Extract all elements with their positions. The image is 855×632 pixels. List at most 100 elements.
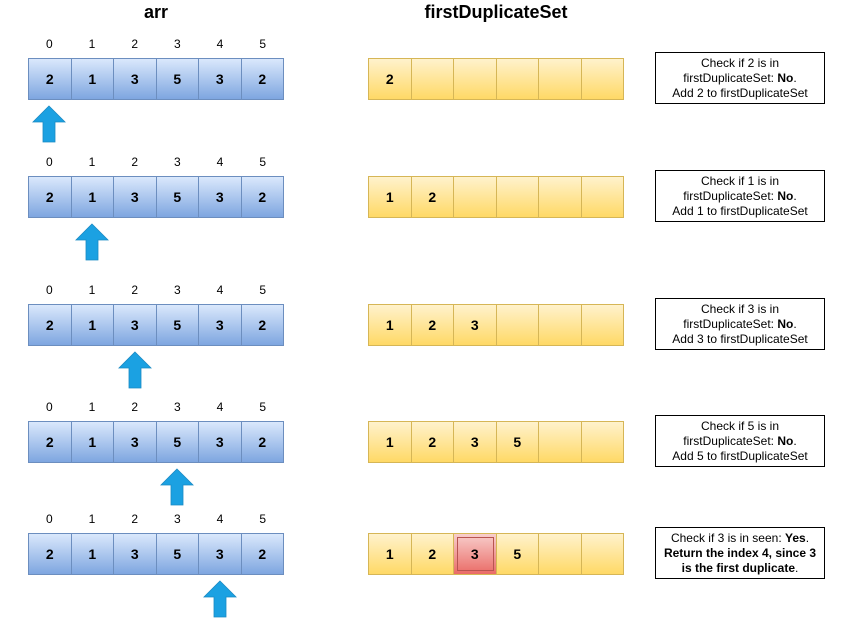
- note-text: Yes: [785, 530, 806, 545]
- note-line: firstDuplicateSet: No.: [656, 434, 824, 449]
- set-cell-duplicate: 3: [454, 534, 497, 574]
- note-text: firstDuplicateSet:: [683, 188, 778, 203]
- note-line: Check if 3 is in seen: Yes.: [656, 531, 824, 546]
- index-label: 3: [173, 37, 181, 51]
- arr-cell: 3: [199, 534, 242, 574]
- note-text: No: [777, 188, 794, 203]
- note-text: Add 3 to firstDuplicateSet: [672, 331, 808, 346]
- arr-cell: 1: [71, 534, 114, 574]
- note-line: Check if 2 is in: [656, 56, 824, 71]
- index-label: 1: [88, 155, 96, 169]
- arr-cell: 3: [199, 305, 242, 345]
- note-text: firstDuplicateSet:: [683, 70, 778, 85]
- note-line: Check if 1 is in: [656, 174, 824, 189]
- note-line: Add 2 to firstDuplicateSet: [656, 86, 824, 101]
- set-cell: [539, 534, 582, 574]
- note-text: Check if 1 is in: [700, 173, 780, 188]
- arr-cell: 3: [199, 59, 242, 99]
- index-label: 2: [131, 155, 138, 169]
- index-label: 4: [216, 155, 224, 169]
- set-cell: [411, 59, 454, 99]
- note-line: Add 1 to firstDuplicateSet: [656, 204, 824, 219]
- set-cell: [581, 422, 623, 462]
- note-line: firstDuplicateSet: No.: [656, 189, 824, 204]
- note-line: firstDuplicateSet: No.: [656, 317, 824, 332]
- set-cell: 5: [496, 422, 539, 462]
- arr-cell: 2: [241, 422, 283, 462]
- note-text: .: [793, 188, 797, 203]
- set-cell: [539, 422, 582, 462]
- index-label: 5: [259, 37, 266, 51]
- set-cell: [454, 59, 497, 99]
- arr-cell: 5: [156, 422, 199, 462]
- set-cell: 2: [411, 422, 454, 462]
- index-label: 2: [131, 400, 138, 414]
- note-text: .: [793, 433, 797, 448]
- set-cell: [581, 177, 623, 217]
- set-cell: 3: [454, 422, 497, 462]
- arr-cell: 5: [156, 305, 199, 345]
- index-label: 1: [88, 400, 96, 414]
- arr-cell: 2: [241, 534, 283, 574]
- arr-cell: 2: [241, 305, 283, 345]
- set-cell: 1: [369, 305, 412, 345]
- set-cell: 1: [369, 534, 412, 574]
- arr-cell: 3: [114, 305, 157, 345]
- index-label: 5: [259, 155, 266, 169]
- arr-cell: 2: [29, 305, 72, 345]
- set-cell: [454, 177, 497, 217]
- pointer-arrow-icon: [160, 468, 195, 506]
- note-text: .: [805, 530, 810, 545]
- note-text: .: [793, 316, 797, 331]
- arr-cell: 3: [199, 177, 242, 217]
- set-cell: 3: [454, 305, 497, 345]
- note-text: Return the index 4, since 3: [663, 545, 817, 560]
- index-label: 0: [45, 400, 53, 414]
- arr-cell: 2: [29, 59, 72, 99]
- arr-cell: 2: [241, 177, 283, 217]
- set-cell: [496, 59, 539, 99]
- note-text: Add 5 to firstDuplicateSet: [672, 448, 808, 463]
- arr-cell: 2: [29, 534, 72, 574]
- index-label: 5: [259, 400, 266, 414]
- index-label: 4: [216, 512, 224, 526]
- note-line: firstDuplicateSet: No.: [656, 71, 824, 86]
- set-cell: [496, 305, 539, 345]
- note-line: Return the index 4, since 3: [656, 546, 824, 561]
- index-label: 1: [88, 512, 96, 526]
- index-label: 4: [216, 37, 224, 51]
- index-label: 3: [173, 400, 181, 414]
- note-line: Check if 3 is in: [656, 302, 824, 317]
- arr-cell: 3: [199, 422, 242, 462]
- note-text: No: [777, 316, 794, 331]
- note-line: Add 5 to firstDuplicateSet: [656, 449, 824, 464]
- arr-cell: 3: [114, 177, 157, 217]
- arr-cell: 5: [156, 177, 199, 217]
- index-label: 5: [259, 512, 266, 526]
- index-label: 4: [216, 400, 224, 414]
- note-text: Check if 5 is in: [700, 418, 780, 433]
- index-label: 1: [88, 283, 96, 297]
- index-row: 0 1 2 3 4 5: [28, 400, 284, 416]
- index-label: 0: [45, 283, 53, 297]
- arr-cell: 1: [71, 59, 114, 99]
- index-label: 1: [88, 37, 96, 51]
- arr-cell: 5: [156, 59, 199, 99]
- set-cell: 2: [411, 177, 454, 217]
- arr-cell: 1: [71, 305, 114, 345]
- arr-cell: 2: [29, 422, 72, 462]
- note-text: firstDuplicateSet:: [683, 316, 778, 331]
- index-label: 0: [45, 512, 53, 526]
- pointer-arrow-icon: [32, 105, 67, 143]
